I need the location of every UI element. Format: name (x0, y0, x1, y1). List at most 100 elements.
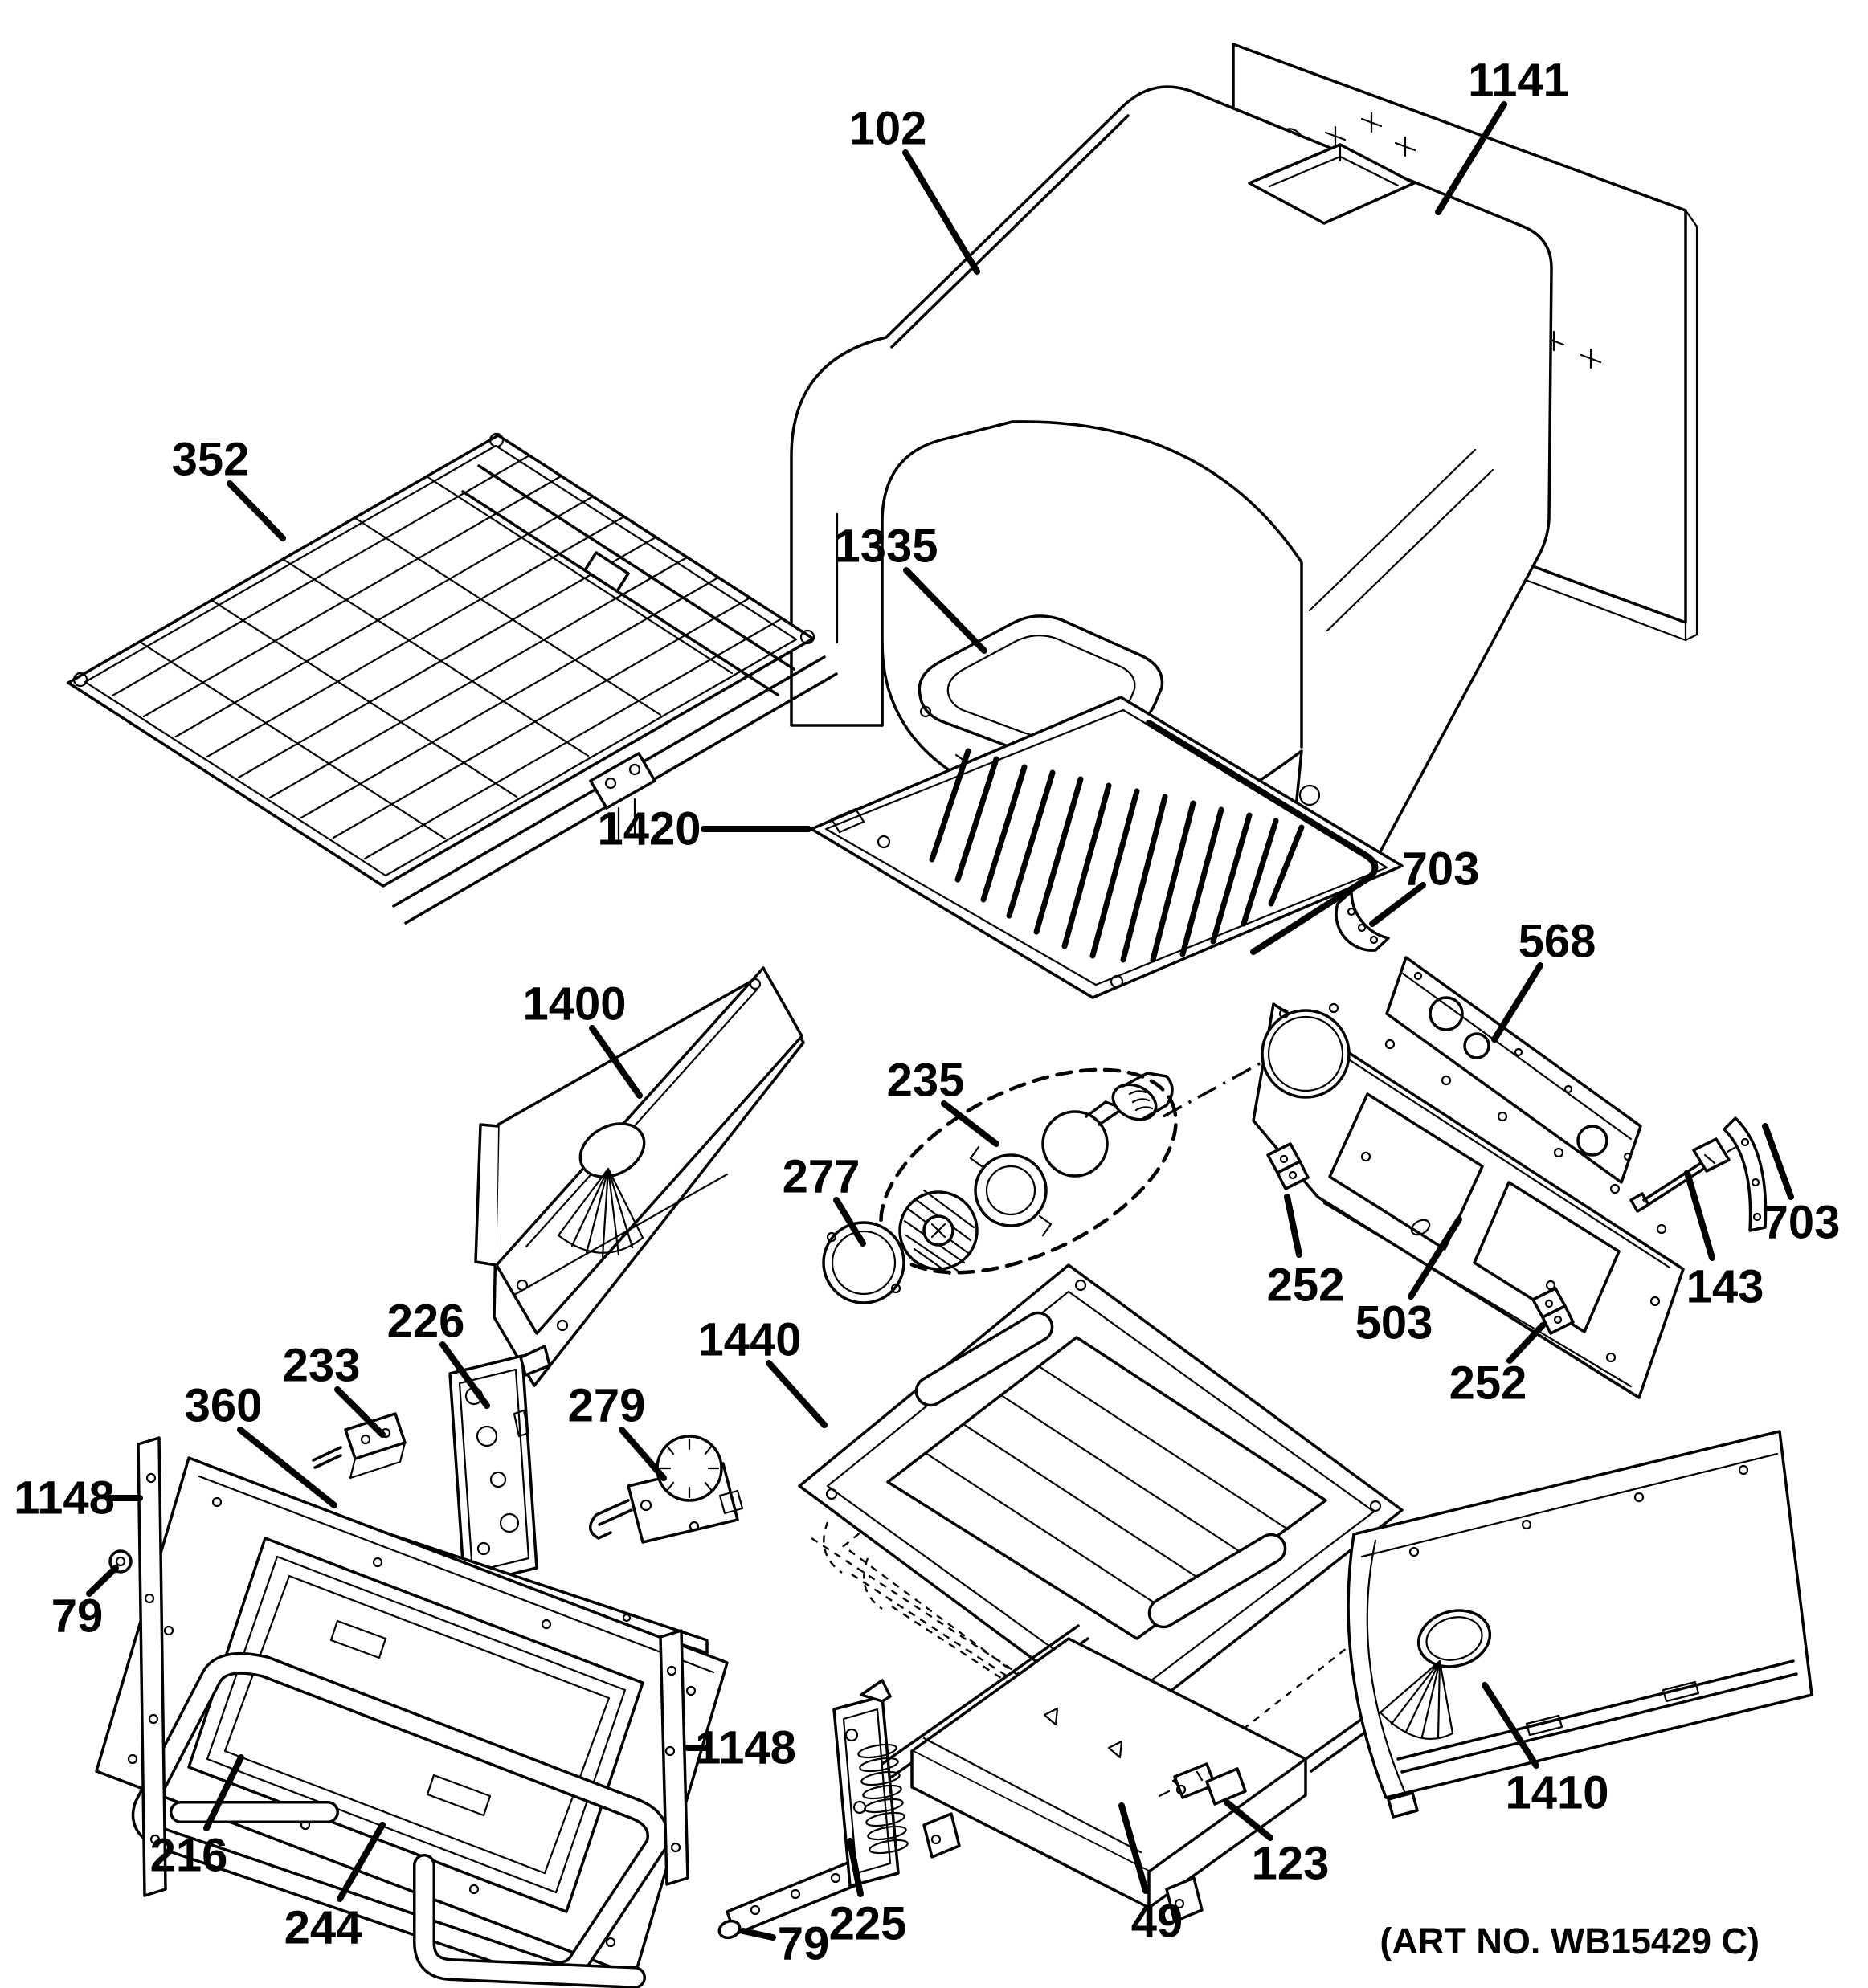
leader-line-233 (334, 1386, 386, 1438)
part-number-79: 79 (51, 1590, 104, 1643)
part-label-252: 252 (1267, 1194, 1344, 1312)
leader-line-568 (1491, 962, 1543, 1043)
leader-line-277 (833, 1197, 866, 1247)
part-label-79: 79 (51, 1565, 119, 1643)
part-225-door-hinge (726, 1679, 909, 1936)
part-252-bracket-lower (1531, 1287, 1575, 1335)
part-703-clip-left (1335, 890, 1390, 952)
part-label-143: 143 (1684, 1170, 1764, 1313)
part-1400-left-side-panel (474, 966, 805, 1387)
part-235-lamp-assembly (879, 1044, 1293, 1276)
part-number-1410: 1410 (1505, 1767, 1608, 1819)
leader-line-244 (337, 1822, 386, 1902)
part-label-1400: 1400 (522, 978, 643, 1099)
part-label-279: 279 (568, 1380, 667, 1481)
leader-line-123 (1224, 1799, 1273, 1841)
leader-line-1410 (1482, 1682, 1539, 1769)
part-503-rear-body-panel (1252, 1002, 1685, 1399)
part-568-rear-rail (1385, 956, 1642, 1184)
part-number-1148: 1148 (14, 1472, 115, 1525)
lamp-lens (898, 1189, 979, 1276)
part-226-door-latch (448, 1345, 551, 1587)
leader-line-79 (740, 1928, 776, 1941)
part-number-1400: 1400 (522, 978, 626, 1031)
part-label-1420: 1420 (597, 803, 811, 855)
leader-line-252 (1506, 1322, 1546, 1364)
part-number-352: 352 (172, 434, 250, 486)
part-number-252: 252 (1449, 1357, 1527, 1410)
vent-cone-right (1379, 1659, 1454, 1740)
leader-line-79 (86, 1565, 119, 1597)
part-number-1335: 1335 (834, 520, 938, 573)
leader-line-143 (1684, 1170, 1715, 1261)
leader-line-216 (203, 1754, 244, 1831)
panel-ribs (929, 748, 1305, 963)
part-number-49: 49 (1131, 1896, 1183, 1948)
part-1148-trim-strip-left (137, 1436, 167, 1897)
leader-line-352 (227, 480, 286, 541)
part-label-360: 360 (185, 1380, 337, 1508)
art-number: (ART NO. WB15429 C) (1380, 1921, 1760, 1961)
leader-line-225 (847, 1838, 864, 1897)
part-number-79: 79 (778, 1918, 830, 1970)
part-number-360: 360 (185, 1380, 263, 1432)
part-number-233: 233 (283, 1340, 361, 1392)
leader-line-703 (1762, 1123, 1794, 1200)
part-49-bottom-panel (881, 1624, 1396, 1923)
part-number-244: 244 (284, 1902, 362, 1954)
part-number-277: 277 (783, 1151, 860, 1203)
part-label-703: 703 (1369, 843, 1480, 927)
part-number-1148: 1148 (695, 1722, 796, 1774)
part-label-235: 235 (887, 1055, 999, 1147)
part-number-143: 143 (1686, 1261, 1764, 1313)
panel-holes (1278, 1002, 1667, 1363)
leader-line-1335 (903, 567, 987, 654)
leader-line-360 (237, 1427, 337, 1508)
part-labels-layer: 102 1141 352 1335 1420 703 568 1400 235 277 252 703… (14, 55, 1840, 1970)
part-1410-right-side-panel (1347, 1430, 1813, 1819)
part-703-strip-right (1723, 1116, 1768, 1232)
part-277-lamp-gasket (822, 1221, 905, 1304)
vent-cone (557, 1167, 644, 1259)
part-1148-trim-strip-right (659, 1629, 689, 1886)
part-number-226: 226 (387, 1296, 465, 1348)
part-label-703: 703 (1762, 1123, 1841, 1249)
part-143-latch-rod (1629, 1137, 1742, 1213)
part-label-277: 277 (783, 1151, 866, 1247)
lamp-bracket (969, 1145, 1053, 1237)
part-label-244: 244 (284, 1822, 386, 1954)
leader-line-279 (619, 1427, 667, 1481)
leader-line-703 (1369, 882, 1426, 927)
part-123-bracket (1158, 1762, 1247, 1806)
part-label-225: 225 (829, 1838, 906, 1950)
part-label-102: 102 (849, 103, 980, 275)
part-number-703: 703 (1402, 843, 1480, 896)
leader-line-102 (902, 149, 980, 275)
part-number-1141: 1141 (1468, 55, 1569, 107)
part-number-703: 703 (1763, 1197, 1841, 1249)
leader-line-226 (439, 1341, 490, 1409)
part-number-1420: 1420 (597, 803, 701, 855)
part-label-352: 352 (172, 434, 286, 541)
part-label-1148: 1148 (14, 1472, 143, 1525)
rack-wires (111, 454, 783, 860)
part-number-235: 235 (887, 1055, 965, 1107)
part-label-226: 226 (387, 1296, 490, 1409)
part-number-1440: 1440 (697, 1314, 801, 1366)
part-label-1410: 1410 (1482, 1682, 1609, 1819)
lamp-socket (1111, 1072, 1174, 1121)
part-252-bracket-upper (1266, 1142, 1310, 1190)
part-number-568: 568 (1519, 916, 1596, 968)
leader-line-503 (1408, 1216, 1462, 1300)
part-label-252: 252 (1449, 1322, 1546, 1410)
part-label-1141: 1141 (1435, 55, 1569, 215)
part-label-216: 216 (150, 1754, 244, 1882)
part-label-123: 123 (1224, 1799, 1330, 1890)
leader-line-1440 (766, 1360, 828, 1428)
hinge-spring (857, 1743, 909, 1855)
liner-ribs (924, 1365, 1290, 1618)
part-label-1335: 1335 (834, 520, 987, 654)
part-number-123: 123 (1252, 1838, 1330, 1890)
